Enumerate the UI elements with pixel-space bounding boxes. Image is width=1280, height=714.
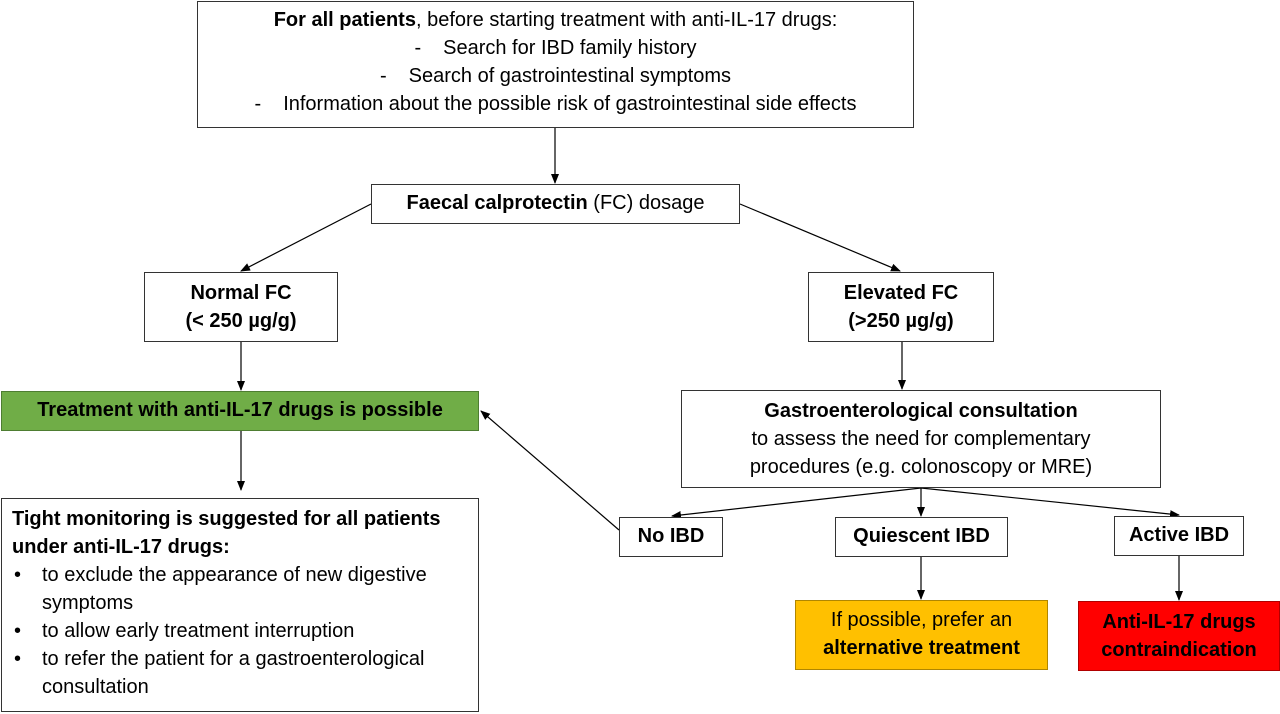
no-ibd-box: No IBD xyxy=(619,517,723,557)
contraindication-line: Anti-IL-17 drugs xyxy=(1102,611,1256,633)
elevated-fc-box: Elevated FC (>250 µg/g) xyxy=(808,272,994,342)
checklist-dash: - xyxy=(414,37,422,59)
treatment-possible-box: Treatment with anti-IL-17 drugs is possi… xyxy=(1,391,479,431)
gastro-consultation-line: to assess the need for complementary xyxy=(751,428,1091,450)
monitoring-bullet: to allow early treatment interruption xyxy=(12,617,468,645)
tight-monitoring-box: Tight monitoring is suggested for all pa… xyxy=(1,498,479,712)
arrow-noibd-to-treatment xyxy=(480,410,620,531)
contraindication-line: contraindication xyxy=(1101,639,1257,661)
active-ibd-box: Active IBD xyxy=(1114,516,1244,556)
active-ibd-label: Active IBD xyxy=(1128,524,1230,546)
arrow-fc-to-normal xyxy=(240,203,372,272)
monitoring-bullet-list: to exclude the appearance of new digesti… xyxy=(12,561,468,701)
checklist-item: -Information about the possible risk of … xyxy=(198,90,913,118)
gastro-consultation-box: Gastroenterological consultation to asse… xyxy=(681,390,1161,488)
checklist-dash: - xyxy=(379,65,387,87)
monitoring-bullet: to refer the patient for a gastroenterol… xyxy=(12,645,468,701)
checklist-title-bold: For all patients xyxy=(273,9,416,31)
arrow-gastro-to-active xyxy=(920,487,1180,519)
gastro-consultation-line: procedures (e.g. colonoscopy or MRE) xyxy=(749,456,1093,478)
elevated-fc-threshold: (>250 µg/g) xyxy=(848,310,954,332)
elevated-fc-title: Elevated FC xyxy=(843,282,959,304)
arrow-fc-to-elevated xyxy=(739,203,901,272)
checklist-item: -Search of gastrointestinal symptoms xyxy=(198,62,913,90)
monitoring-title: under anti-IL-17 drugs: xyxy=(12,536,230,558)
checklist-item-text: Search of gastrointestinal symptoms xyxy=(408,65,732,87)
alternative-treatment-bold: alternative treatment xyxy=(823,637,1020,659)
pretreatment-checklist-box: For all patients, before starting treatm… xyxy=(197,1,914,128)
contraindication-box: Anti-IL-17 drugs contraindication xyxy=(1078,601,1280,671)
gastro-consultation-title: Gastroenterological consultation xyxy=(764,400,1078,422)
normal-fc-title: Normal FC xyxy=(190,282,292,304)
normal-fc-box: Normal FC (< 250 µg/g) xyxy=(144,272,338,342)
checklist-item: -Search for IBD family history xyxy=(198,34,913,62)
fc-dosage-box: Faecal calprotectin (FC) dosage xyxy=(371,184,740,224)
checklist-dash: - xyxy=(254,93,262,115)
treatment-possible-label: Treatment with anti-IL-17 drugs is possi… xyxy=(37,399,443,421)
monitoring-bullet: to exclude the appearance of new digesti… xyxy=(12,561,468,617)
checklist-title: For all patients, before starting treatm… xyxy=(198,6,913,34)
no-ibd-label: No IBD xyxy=(637,525,705,547)
alternative-treatment-box: If possible, prefer an alternative treat… xyxy=(795,600,1048,670)
quiescent-ibd-label: Quiescent IBD xyxy=(853,525,990,547)
alternative-treatment-line: If possible, prefer an xyxy=(830,609,1013,631)
arrow-gastro-to-noibd xyxy=(671,487,922,519)
quiescent-ibd-box: Quiescent IBD xyxy=(835,517,1008,557)
checklist-item-text: Search for IBD family history xyxy=(443,37,697,59)
checklist-item-text: Information about the possible risk of g… xyxy=(283,93,857,115)
checklist-title-rest: , before starting treatment with anti-IL… xyxy=(415,9,838,31)
normal-fc-threshold: (< 250 µg/g) xyxy=(185,310,297,332)
fc-dosage-bold: Faecal calprotectin xyxy=(406,192,588,214)
fc-dosage-rest: (FC) dosage xyxy=(587,192,705,214)
monitoring-title: Tight monitoring is suggested for all pa… xyxy=(12,508,441,530)
